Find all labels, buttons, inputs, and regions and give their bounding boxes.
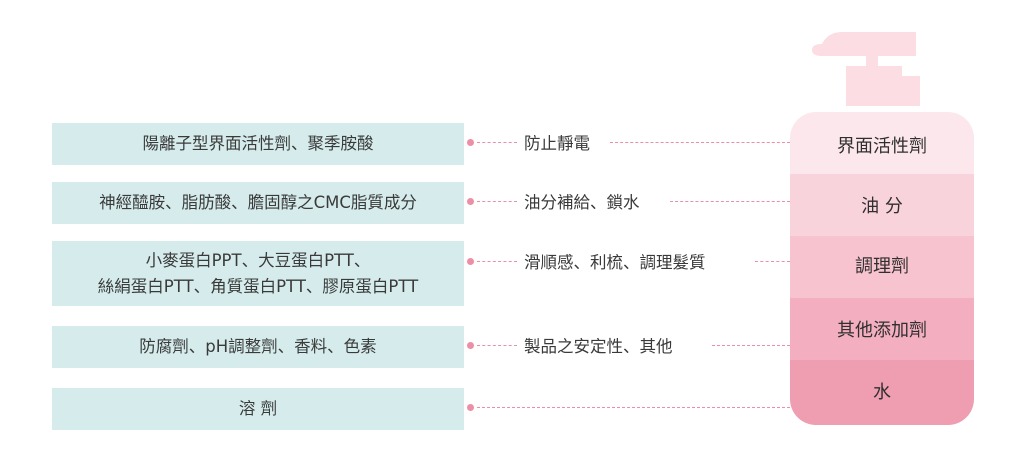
connector-line bbox=[755, 261, 790, 262]
connector-line bbox=[477, 345, 517, 346]
connector-line bbox=[477, 407, 790, 408]
ingredient-text-solvent: 溶 劑 bbox=[238, 399, 278, 418]
ingredient-text-additives: 防腐劑、pH調整劑、香料、色素 bbox=[139, 337, 377, 356]
function-label-smoothness: 滑順感、利梳、調理髮質 bbox=[524, 253, 706, 272]
ingredient-text-surfactant: 陽離子型界面活性劑、聚季胺酸 bbox=[142, 134, 374, 153]
connector-dot bbox=[467, 258, 474, 265]
layer-surfactant bbox=[790, 112, 974, 174]
ingredient-box-conditioner: 小麥蛋白PPT、大豆蛋白PTT、 絲絹蛋白PTT、角質蛋白PTT、膠原蛋白PTT bbox=[52, 241, 464, 306]
function-label-stability: 製品之安定性、其他 bbox=[524, 337, 673, 356]
layer-label-additives: 其他添加劑 bbox=[837, 320, 927, 341]
layer-water bbox=[790, 360, 974, 425]
layer-label-oil: 油 分 bbox=[861, 196, 903, 217]
pump-nozzle bbox=[812, 32, 916, 76]
connector-line bbox=[477, 142, 517, 143]
function-label-antistatic: 防止靜電 bbox=[524, 134, 590, 153]
connector-line bbox=[610, 142, 790, 143]
ingredient-box-additives: 防腐劑、pH調整劑、香料、色素 bbox=[52, 326, 464, 368]
connector-line bbox=[670, 201, 790, 202]
function-label-moisture: 油分補給、鎖水 bbox=[524, 193, 640, 212]
layer-additives bbox=[790, 298, 974, 360]
ingredient-box-solvent: 溶 劑 bbox=[52, 388, 464, 430]
ingredient-box-surfactant: 陽離子型界面活性劑、聚季胺酸 bbox=[52, 123, 464, 165]
connector-line bbox=[477, 201, 517, 202]
bottle-neck bbox=[846, 76, 920, 106]
connector-dot bbox=[467, 198, 474, 205]
layer-label-water: 水 bbox=[873, 382, 891, 403]
layer-oil bbox=[790, 174, 974, 236]
layer-label-surfactant: 界面活性劑 bbox=[837, 136, 927, 157]
ingredient-box-oil: 神經醯胺、脂肪酸、膽固醇之CMC脂質成分 bbox=[52, 182, 464, 224]
connector-line bbox=[712, 345, 790, 346]
ingredient-text-oil: 神經醯胺、脂肪酸、膽固醇之CMC脂質成分 bbox=[99, 193, 417, 212]
connector-dot bbox=[467, 139, 474, 146]
connector-dot bbox=[467, 404, 474, 411]
connector-dot bbox=[467, 342, 474, 349]
layer-label-conditioner: 調理劑 bbox=[855, 256, 909, 277]
ingredient-text-conditioner: 小麥蛋白PPT、大豆蛋白PTT、 絲絹蛋白PTT、角質蛋白PTT、膠原蛋白PTT bbox=[97, 250, 419, 296]
connector-line bbox=[477, 261, 517, 262]
layer-conditioner bbox=[790, 236, 974, 298]
